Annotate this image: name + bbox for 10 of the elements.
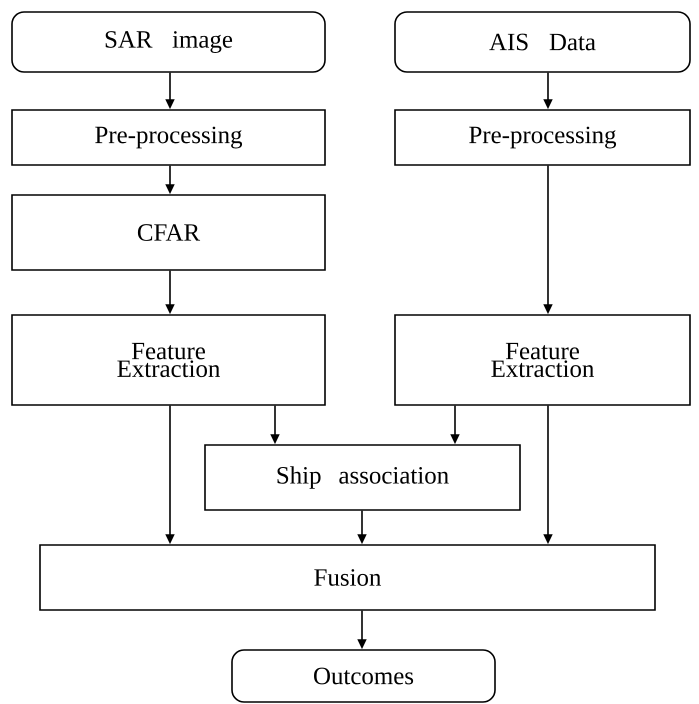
- end-box: Outcomes: [231, 649, 496, 703]
- start-box: AIS Data: [394, 11, 691, 73]
- start-box: SAR image: [11, 11, 326, 73]
- process-box: CFAR: [11, 194, 326, 271]
- process-box: Pre-processing: [11, 109, 326, 166]
- process-box: Pre-processing: [394, 109, 691, 166]
- process-box: Feature Extraction: [394, 314, 691, 406]
- process-box: Fusion: [39, 544, 656, 611]
- process-box: Ship association: [204, 444, 521, 511]
- process-box: Feature Extraction: [11, 314, 326, 406]
